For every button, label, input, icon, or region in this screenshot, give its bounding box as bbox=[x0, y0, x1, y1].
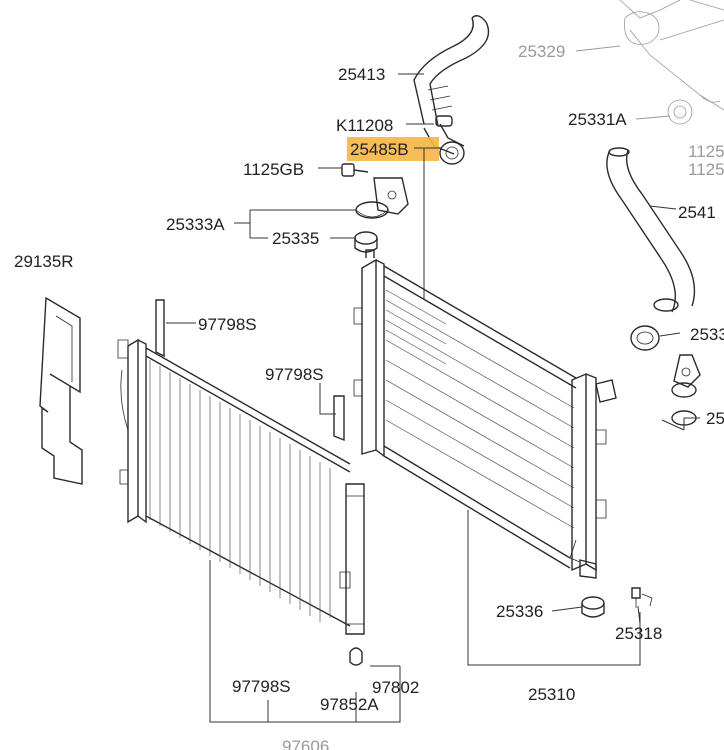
bolt-1125gb bbox=[341, 163, 369, 177]
label-97802: 97802 bbox=[372, 678, 419, 697]
label-1125-cut-b: 1125 bbox=[688, 160, 724, 179]
part-labels: 25329 25413 K11208 25331A 1125 1125 2548… bbox=[14, 42, 724, 750]
upper-mount-bracket bbox=[373, 177, 409, 215]
label-1125-cut-a: 1125 bbox=[688, 142, 724, 161]
radiator-25310 bbox=[353, 249, 617, 579]
label-97606-cut: 97606 bbox=[282, 737, 329, 750]
label-25329: 25329 bbox=[518, 42, 565, 61]
label-25336: 25336 bbox=[496, 602, 543, 621]
condenser-97606 bbox=[117, 299, 365, 666]
label-25485b: 25485B bbox=[350, 140, 409, 159]
drain-plug-25318 bbox=[631, 587, 653, 608]
label-1125gb: 1125GB bbox=[243, 160, 304, 179]
air-guard-29135r bbox=[39, 296, 83, 485]
hose-connector-25485b bbox=[439, 141, 465, 165]
label-25310: 25310 bbox=[528, 685, 575, 704]
label-97852a: 97852A bbox=[320, 695, 379, 714]
label-97798s-top: 97798S bbox=[198, 315, 257, 334]
label-25335: 25335 bbox=[272, 229, 319, 248]
hose-clamp-k11208 bbox=[435, 115, 453, 127]
label-2541-cut: 2541 bbox=[678, 203, 716, 222]
mounting-bracket-right bbox=[671, 354, 701, 426]
insulator-25335 bbox=[354, 231, 378, 253]
label-25333a: 25333A bbox=[166, 215, 225, 234]
label-2533-cut: 2533 bbox=[690, 325, 724, 344]
insulator-25336 bbox=[581, 596, 605, 618]
label-25413: 25413 bbox=[338, 65, 385, 84]
leader-lines bbox=[166, 45, 700, 723]
label-k11208: K11208 bbox=[336, 116, 393, 135]
bracket-25333a bbox=[355, 201, 389, 219]
label-25-cut: 25 bbox=[706, 409, 724, 428]
label-25331a: 25331A bbox=[568, 110, 627, 129]
upper-radiator-hose bbox=[413, 15, 490, 155]
thermostat-housing-drawing bbox=[619, 0, 724, 125]
label-97798s-mid: 97798S bbox=[265, 365, 324, 384]
label-97798s-bottom: 97798S bbox=[232, 677, 291, 696]
label-25318: 25318 bbox=[615, 624, 662, 643]
hose-clamp-right bbox=[630, 325, 660, 351]
lower-radiator-hose bbox=[606, 147, 696, 313]
label-29135r: 29135R bbox=[14, 252, 74, 271]
